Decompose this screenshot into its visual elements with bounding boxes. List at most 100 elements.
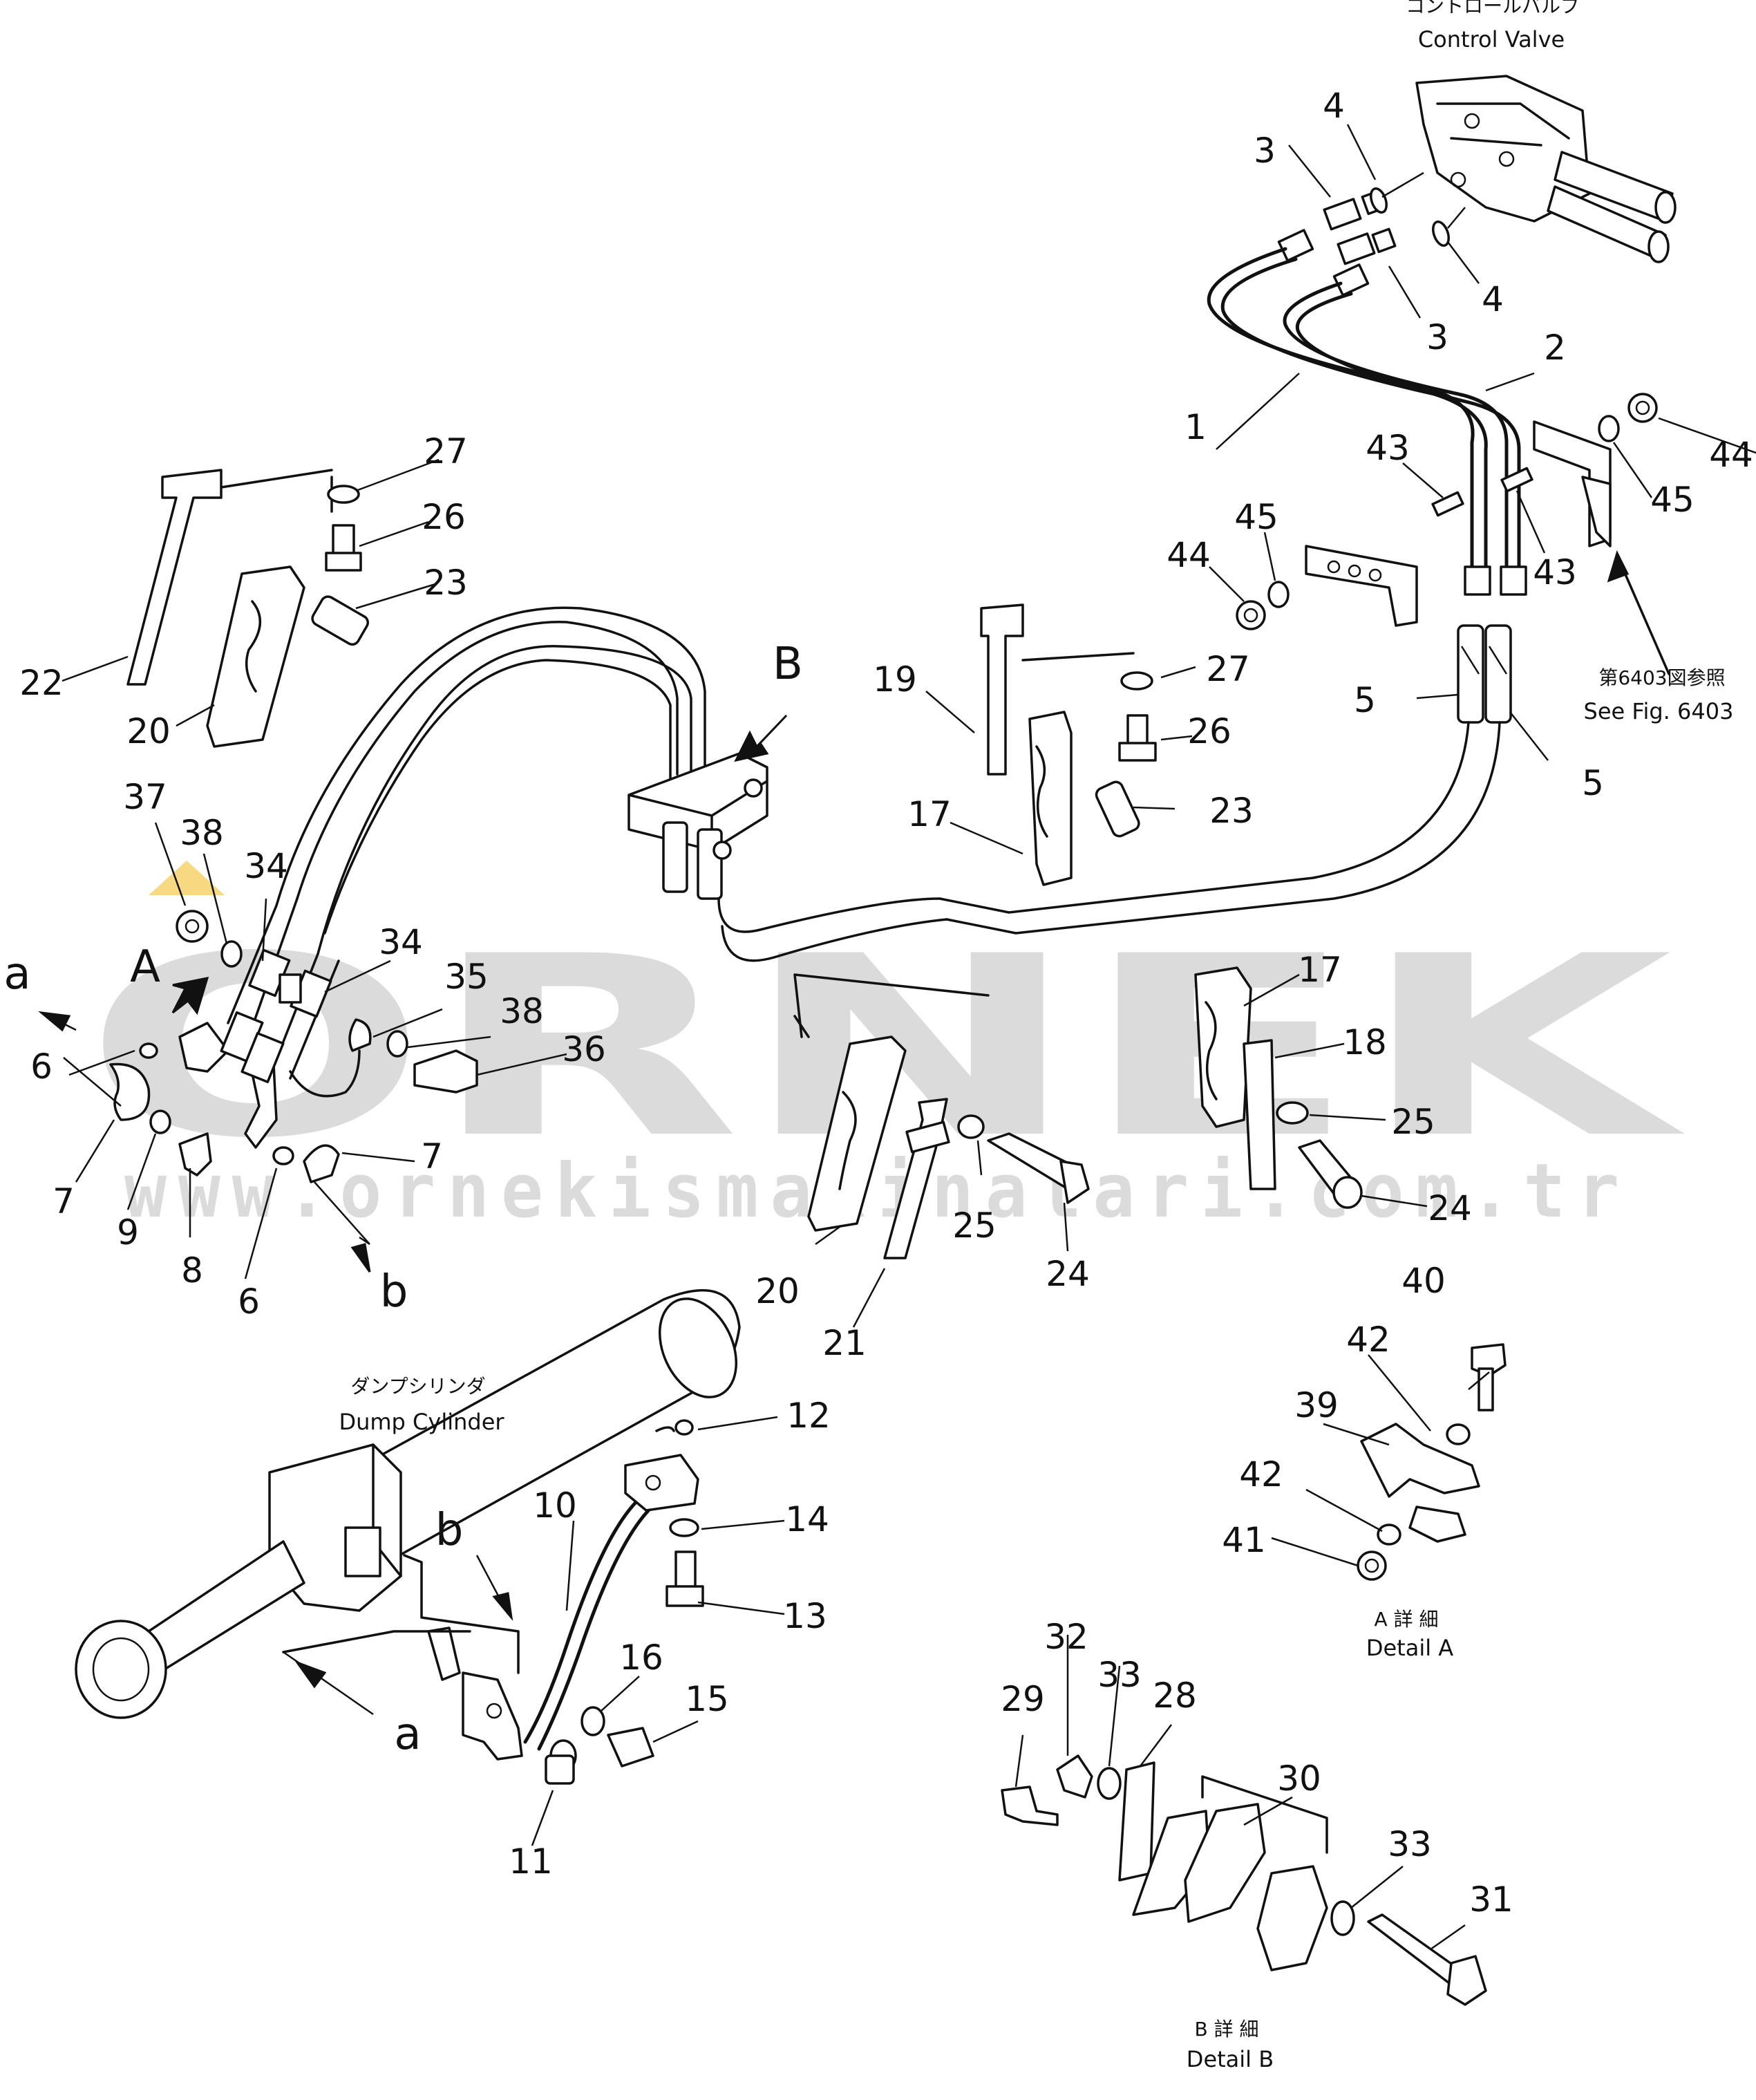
detail-b-caption-jp: B 詳 細 xyxy=(1194,2018,1258,2041)
part-number-label: 30 xyxy=(1277,1759,1321,1799)
part-number-label: 29 xyxy=(1001,1679,1045,1719)
detail-b: B 詳 細 Detail B xyxy=(1001,1754,1487,2072)
watermark-accent xyxy=(149,861,225,895)
part-number-label: 6 xyxy=(30,1047,53,1087)
control-valve-caption: Control Valve xyxy=(1418,26,1565,53)
part-number-label: 41 xyxy=(1222,1520,1266,1560)
part-number-label: 44 xyxy=(1167,535,1211,575)
part-number-label: 25 xyxy=(952,1206,997,1246)
dump-cylinder: ダンプシリンダ Dump Cylinder xyxy=(75,1288,741,1719)
part-number-label: 35 xyxy=(444,957,489,997)
detail-a-caption: Detail A xyxy=(1366,1635,1453,1661)
part-number-label: 42 xyxy=(1239,1454,1283,1494)
detail-a: A 詳 細 Detail A xyxy=(1357,1343,1507,1661)
hose-fittings-5 xyxy=(1457,624,1512,724)
view-letter-b-upper: B xyxy=(773,639,803,690)
part-number-label: 17 xyxy=(1298,950,1342,990)
part-number-label: 5 xyxy=(1354,680,1376,720)
part-number-label: 8 xyxy=(181,1250,203,1291)
part-number-label: 5 xyxy=(1582,763,1604,803)
view-letter-b-lower: b xyxy=(380,1266,408,1318)
part-number-label: 15 xyxy=(685,1679,729,1719)
leader-lines xyxy=(38,124,1756,1951)
see-fig-note: 第6403図参照 See Fig. 6403 xyxy=(1584,550,1734,724)
part-number-label: 20 xyxy=(755,1271,800,1311)
cylinder-tube xyxy=(282,1419,704,1785)
dump-cylinder-caption: Dump Cylinder xyxy=(339,1409,504,1435)
part-number-label: 43 xyxy=(1533,552,1577,592)
part-number-label: 19 xyxy=(873,659,917,700)
part-number-label: 10 xyxy=(533,1485,577,1526)
clamp-right xyxy=(1194,966,1363,1209)
clamp-block-b xyxy=(627,714,788,900)
view-letter-a-lower-left: a xyxy=(3,948,30,1000)
part-number-label: 31 xyxy=(1469,1879,1513,1920)
part-number-label: 6 xyxy=(238,1282,260,1322)
part-number-label: 7 xyxy=(53,1181,75,1221)
part-number-label: 33 xyxy=(1097,1655,1142,1695)
part-number-label: 16 xyxy=(619,1638,663,1678)
part-number-label: 13 xyxy=(783,1596,827,1636)
view-letters: A B a b b a xyxy=(3,639,803,1760)
part-number-label: 24 xyxy=(1428,1188,1472,1228)
tube-brackets xyxy=(1236,393,1658,630)
part-number-label: 3 xyxy=(1254,131,1276,171)
part-number-label: 36 xyxy=(562,1029,606,1069)
part-number-label: 43 xyxy=(1366,428,1410,468)
part-number-label: 38 xyxy=(180,813,224,853)
clamp-lower-middle xyxy=(793,973,1090,1259)
part-number-label: 3 xyxy=(1426,317,1448,357)
part-number-label: 25 xyxy=(1391,1102,1435,1142)
part-number-label: 23 xyxy=(424,563,468,603)
part-number-label: 45 xyxy=(1650,480,1694,520)
part-number-label: 11 xyxy=(509,1841,553,1882)
clamp-bracket-middle xyxy=(980,603,1157,886)
part-number-label: 32 xyxy=(1044,1617,1088,1657)
control-valve-caption-jp: コントロールバルブ xyxy=(1406,0,1580,17)
part-number-label: 14 xyxy=(785,1499,829,1539)
part-number-label: 37 xyxy=(123,777,167,817)
clamp-bracket-upper xyxy=(126,469,369,748)
part-number-label: 28 xyxy=(1153,1676,1197,1716)
part-number-label: 40 xyxy=(1401,1261,1446,1301)
part-number-label: 39 xyxy=(1294,1385,1339,1425)
part-number-label: 26 xyxy=(422,497,466,537)
bolt-26-27-upper xyxy=(325,485,362,572)
part-number-label: 17 xyxy=(907,794,952,834)
view-a-arrow xyxy=(171,977,209,1015)
detail-a-caption-jp: A 詳 細 xyxy=(1375,1608,1439,1631)
part-number-label: 44 xyxy=(1709,435,1753,475)
part-number-labels: 1 2 3 3 4 4 5 5 6 6 7 7 8 9 10 11 12 13 … xyxy=(19,86,1753,1920)
hose-end-fittings-a xyxy=(171,973,302,1149)
part-number-label: 27 xyxy=(1206,649,1250,689)
steel-tubes xyxy=(1207,229,1527,596)
part-number-label: 4 xyxy=(1482,279,1504,319)
part-number-label: 18 xyxy=(1343,1022,1387,1062)
part-number-label: 9 xyxy=(117,1212,139,1253)
detail-b-caption: Detail B xyxy=(1187,2046,1274,2072)
part-number-label: 20 xyxy=(126,711,171,751)
part-number-label: 2 xyxy=(1544,328,1566,368)
part-number-label: 34 xyxy=(244,846,288,886)
part-number-label: 12 xyxy=(786,1396,831,1436)
long-hoses xyxy=(717,721,1501,962)
view-b-arrow xyxy=(734,714,788,762)
part-number-label: 27 xyxy=(424,431,468,471)
dump-cylinder-caption-jp: ダンプシリンダ xyxy=(350,1375,485,1398)
part-number-label: 34 xyxy=(379,922,423,962)
view-letter-a-upper: A xyxy=(130,941,160,993)
part-number-label: 22 xyxy=(19,663,64,703)
see-fig-caption: See Fig. 6403 xyxy=(1584,698,1734,724)
see-fig-caption-jp: 第6403図参照 xyxy=(1598,666,1725,689)
control-valve: コントロールバルブ Control Valve xyxy=(1406,0,1677,263)
part-number-label: 42 xyxy=(1346,1320,1390,1360)
part-number-label: 24 xyxy=(1046,1254,1090,1294)
part-number-label: 23 xyxy=(1209,791,1254,831)
view-letter-a-cylinder: a xyxy=(394,1709,421,1760)
part-number-label: 7 xyxy=(421,1136,443,1176)
part-number-label: 26 xyxy=(1187,711,1231,751)
valve-fittings xyxy=(1323,171,1466,265)
view-letter-b-cylinder: b xyxy=(435,1505,464,1556)
part-number-label: 38 xyxy=(500,991,544,1031)
